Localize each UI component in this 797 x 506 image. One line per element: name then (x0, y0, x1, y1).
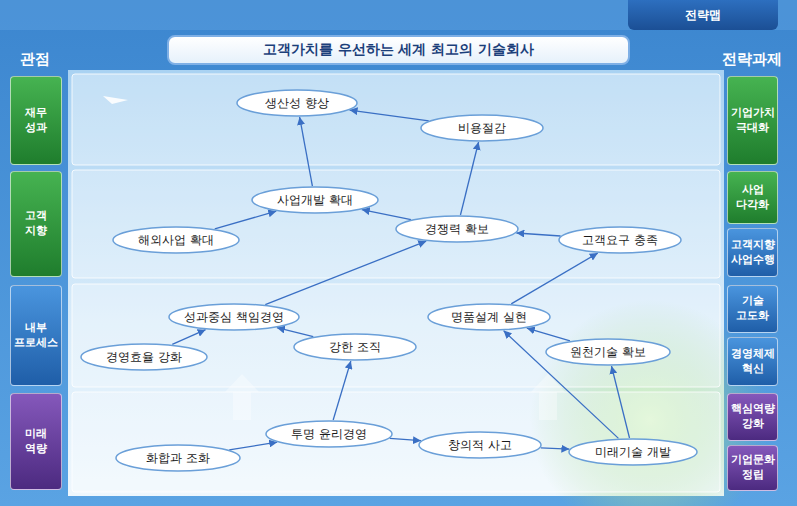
goal-ellipse: 강한 조직 (293, 333, 417, 361)
row-panel (72, 170, 720, 278)
page-tab: 전략맵 (628, 0, 778, 30)
arrow-connector (516, 233, 560, 236)
arrow-connector (333, 361, 351, 420)
arrow-connector (390, 438, 421, 440)
goal-ellipse: 해외사업 확대 (112, 226, 240, 254)
strategy-task: 기업문화 정립 (727, 445, 778, 491)
node-label: 원천기술 확보 (570, 344, 646, 361)
node-label: 투명 윤리경영 (291, 426, 367, 443)
node-label: 성과중심 책임경영 (184, 309, 284, 326)
arrow-connector (527, 328, 570, 341)
column-header: 관점 (20, 50, 50, 69)
arrow-connector (229, 442, 277, 450)
goal-ellipse: 명품설계 실현 (427, 303, 551, 331)
arrow-connector (215, 211, 277, 229)
node-label: 비용절감 (458, 120, 506, 137)
node-label: 명품설계 실현 (451, 309, 527, 326)
paper-plane (103, 96, 128, 104)
goal-ellipse: 경영효율 강화 (80, 343, 208, 371)
node-label: 전략맵 (685, 7, 721, 24)
column-header: 전략과제 (722, 50, 782, 69)
node-label: 해외사업 확대 (138, 232, 214, 249)
node-label: 창의적 사고 (448, 437, 512, 454)
perspective-band: 재무 성과 (10, 76, 62, 165)
node-label: 사업 다각화 (736, 183, 769, 213)
goal-ellipse: 창의적 사고 (418, 431, 542, 459)
node-label: 강한 조직 (329, 339, 381, 356)
goal-ellipse: 화합과 조화 (115, 444, 241, 472)
goal-ellipse: 비용절감 (420, 114, 544, 142)
row-panel (72, 74, 720, 165)
node-label: 생산성 향상 (265, 95, 329, 112)
goal-ellipse: 고객요구 충족 (558, 226, 682, 254)
sky-area (68, 70, 724, 496)
arrow-connector (277, 328, 313, 337)
strategy-task: 기술 고도화 (727, 285, 778, 333)
goal-ellipse: 경쟁력 확보 (395, 215, 519, 243)
node-label: 내부 프로세스 (14, 321, 58, 351)
strategy-task: 핵심역량 강화 (727, 393, 778, 441)
strategy-task: 기업가치 극대화 (727, 76, 778, 165)
strategy-task: 경영체제 혁신 (727, 337, 778, 386)
node-label: 기업문화 정립 (731, 453, 775, 483)
node-label: 화합과 조화 (146, 450, 210, 467)
row-panel (72, 392, 720, 492)
goal-ellipse: 원천기술 확보 (545, 338, 671, 366)
node-label: 경영효율 강화 (106, 349, 182, 366)
up-arrow (225, 374, 259, 420)
perspective-band: 고객 지향 (10, 171, 62, 277)
node-label: 기업가치 극대화 (731, 106, 775, 136)
node-label: 고객지향 사업수행 (731, 238, 775, 268)
arrow-connector (460, 142, 478, 215)
node-label: 고객 지향 (25, 209, 47, 239)
goal-ellipse: 성과중심 책임경영 (168, 303, 300, 331)
perspective-band: 내부 프로세스 (10, 285, 62, 386)
goal-ellipse: 생산성 향상 (236, 89, 358, 117)
node-label: 재무 성과 (25, 106, 47, 136)
goal-ellipse: 미래기술 개발 (568, 438, 698, 466)
node-label: 미래 역량 (25, 427, 47, 457)
node-label: 경쟁력 확보 (425, 221, 489, 238)
node-label: 핵심역량 강화 (731, 402, 775, 432)
goal-ellipse: 투명 윤리경영 (265, 420, 393, 448)
strategy-task: 사업 다각화 (727, 171, 778, 224)
node-label: 미래기술 개발 (595, 444, 671, 461)
strategy-task: 고객지향 사업수행 (727, 228, 778, 277)
arrow-connector (300, 117, 313, 186)
up-arrow (531, 374, 565, 420)
arrow-connector (362, 210, 411, 220)
node-label: 경영체제 혁신 (731, 347, 775, 377)
title-box: 고객가치를 우선하는 세계 최고의 기술회사 (167, 35, 630, 65)
arrow-connector (265, 241, 426, 305)
title-text: 고객가치를 우선하는 세계 최고의 기술회사 (263, 41, 535, 59)
node-label: 기술 고도화 (736, 294, 769, 324)
arrow-connector (511, 253, 598, 304)
row-panel (72, 284, 720, 387)
node-label: 사업개발 확대 (277, 192, 353, 209)
arrow-connector (350, 110, 429, 121)
goal-ellipse: 사업개발 확대 (251, 186, 379, 214)
arrow-connector (172, 330, 205, 345)
arrow-connector (541, 448, 570, 449)
node-label: 고객요구 충족 (582, 232, 658, 249)
arrow-connector (611, 366, 629, 438)
top-bar (0, 0, 797, 30)
perspective-band: 미래 역량 (10, 393, 62, 490)
